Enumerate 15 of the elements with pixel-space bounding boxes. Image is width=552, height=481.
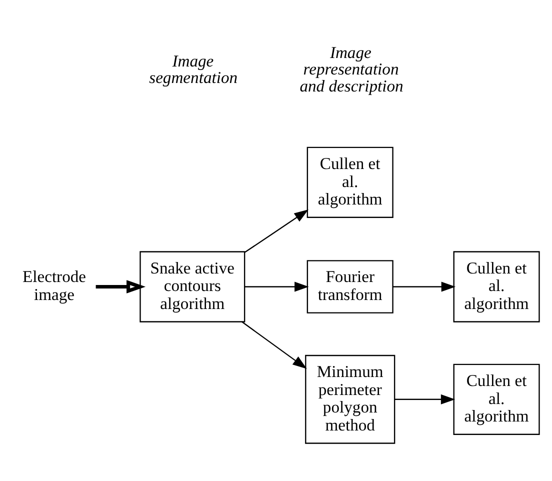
label: Image segmentation [149,51,238,88]
arrow [96,280,146,294]
node-box: Cullen et al. algorithm [453,364,540,435]
arrow [244,210,308,253]
node-box: Cullen et al. algorithm [306,146,394,218]
arrow [242,321,307,369]
node-box: Snake active contours algorithm [140,251,246,322]
label: Image representation and description [300,43,404,96]
arrow [244,282,309,292]
node-text: Electrode image [22,267,86,304]
node-box: Minimum perimeter polygon method [305,354,396,444]
arrow [392,282,456,292]
node-box: Fourier transform [306,260,394,314]
node-box: Cullen et al. algorithm [453,251,540,322]
arrow [394,394,456,404]
